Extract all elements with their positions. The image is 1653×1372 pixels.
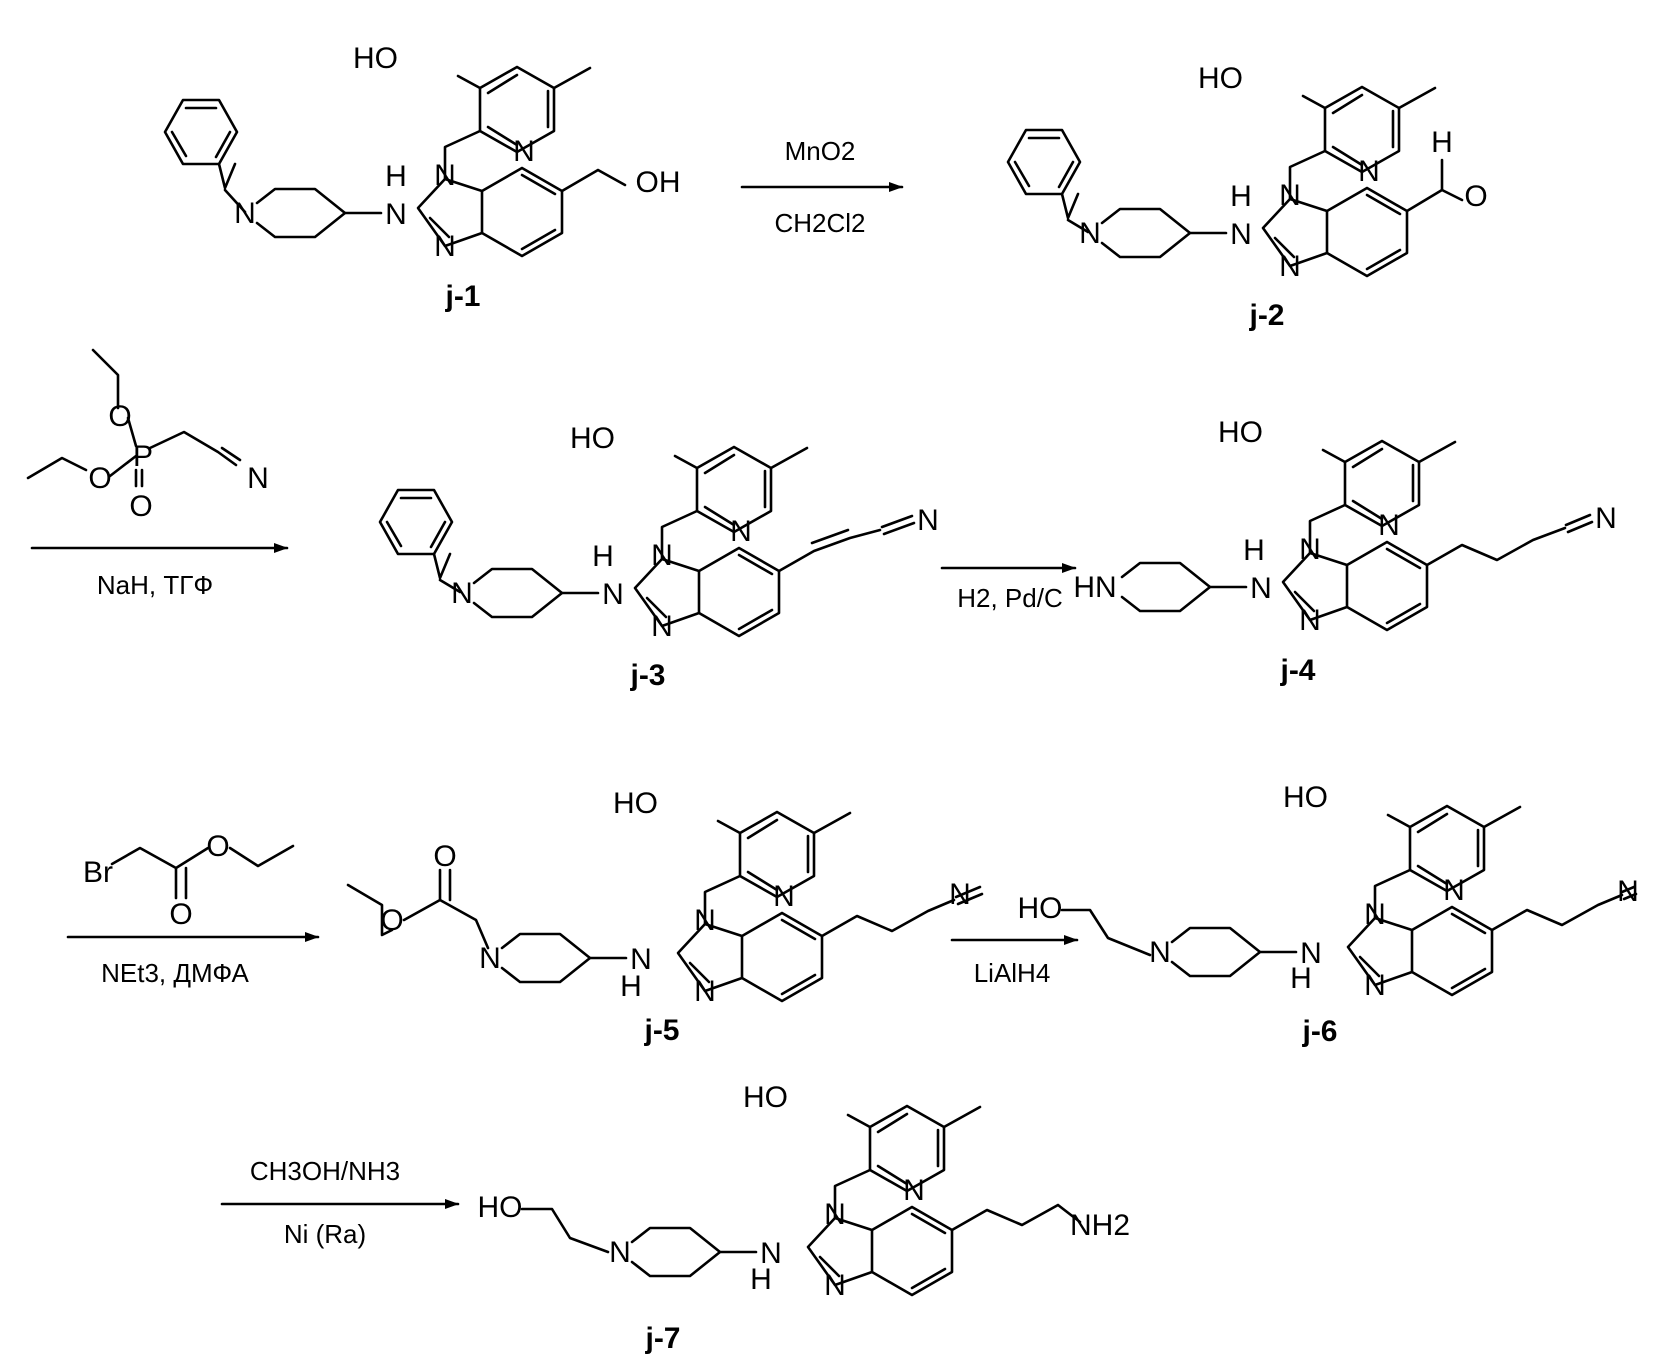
svg-text:Ni (Ra): Ni (Ra) — [284, 1219, 366, 1249]
svg-text:O: O — [108, 400, 131, 433]
reagent-phosphonate: O O P O N — [28, 350, 269, 523]
svg-text:H: H — [1243, 534, 1265, 567]
svg-text:H: H — [1230, 180, 1252, 213]
step-5-arrow: LiAlH4 — [952, 940, 1077, 988]
compound-j-4: HN N H N j-4 — [1073, 416, 1617, 687]
svg-text:N: N — [1617, 875, 1639, 908]
svg-text:H: H — [620, 970, 642, 1003]
step-3-arrow: H2, Pd/C — [942, 568, 1075, 613]
compound-j-6: HO N N H N j-6 — [1018, 781, 1639, 1048]
svg-text:H: H — [750, 1263, 772, 1296]
svg-text:NH2: NH2 — [1070, 1209, 1130, 1242]
svg-text:N: N — [1595, 502, 1617, 535]
svg-text:H: H — [1431, 126, 1453, 159]
reagent-ethyl-bromoacetate: Br O O — [83, 830, 293, 931]
compound-label-j-1: j-1 — [444, 280, 480, 313]
svg-text:N: N — [234, 197, 256, 230]
svg-text:NaH, ТГФ: NaH, ТГФ — [97, 570, 213, 600]
svg-text:H: H — [1290, 962, 1312, 995]
svg-text:O: O — [129, 490, 152, 523]
svg-text:CH3OH/NH3: CH3OH/NH3 — [250, 1156, 400, 1186]
svg-text:HO: HO — [1018, 892, 1063, 925]
svg-text:N: N — [1149, 936, 1171, 969]
svg-text:O: O — [206, 830, 229, 863]
svg-text:N: N — [451, 577, 473, 610]
svg-text:O: O — [380, 904, 403, 937]
svg-text:HO: HO — [478, 1191, 523, 1224]
compound-j-5: O O N N H N j-5 — [348, 787, 982, 1047]
svg-text:N: N — [1250, 572, 1272, 605]
step-6-arrow: CH3OH/NH3 Ni (Ra) — [222, 1156, 458, 1249]
step-4-arrow: NEt3, ДМФА — [68, 937, 318, 988]
svg-text:CH2Cl2: CH2Cl2 — [774, 208, 865, 238]
svg-text:OH: OH — [636, 166, 681, 199]
svg-text:H: H — [592, 540, 614, 573]
svg-text:N: N — [609, 1236, 631, 1269]
svg-text:O: O — [1464, 180, 1487, 213]
svg-text:LiAlH4: LiAlH4 — [974, 958, 1051, 988]
svg-text:O: O — [88, 462, 111, 495]
svg-text:N: N — [1230, 218, 1252, 251]
svg-text:N: N — [479, 942, 501, 975]
compound-label-j-4: j-4 — [1279, 654, 1315, 687]
step-1-arrow: MnO2 CH2Cl2 — [742, 136, 902, 238]
compound-j-3: N N H N j-3 — [380, 422, 939, 692]
svg-text:N: N — [385, 198, 407, 231]
svg-text:N: N — [247, 462, 269, 495]
compound-label-j-7: j-7 — [644, 1322, 680, 1355]
svg-text:O: O — [169, 898, 192, 931]
svg-text:HN: HN — [1073, 571, 1116, 604]
svg-text:N: N — [602, 578, 624, 611]
step-2-arrow: NaH, ТГФ — [32, 548, 287, 600]
compound-label-j-3: j-3 — [629, 659, 665, 692]
svg-text:MnO2: MnO2 — [785, 136, 856, 166]
svg-text:Br: Br — [83, 856, 113, 889]
svg-text:P: P — [133, 440, 153, 473]
svg-text:N: N — [949, 878, 971, 911]
svg-text:N: N — [1079, 217, 1101, 250]
compound-label-j-6: j-6 — [1301, 1015, 1337, 1048]
compound-j-2: N N H H O j-2 — [1008, 62, 1488, 332]
svg-text:H2, Pd/C: H2, Pd/C — [957, 583, 1063, 613]
compound-label-j-5: j-5 — [643, 1014, 679, 1047]
svg-text:NEt3, ДМФА: NEt3, ДМФА — [101, 958, 249, 988]
svg-text:H: H — [385, 160, 407, 193]
compound-j-1: N N H OH j-1 — [165, 42, 681, 313]
compound-j-7: HO N N H NH2 j-7 — [478, 1081, 1131, 1355]
compound-label-j-2: j-2 — [1248, 299, 1284, 332]
svg-text:O: O — [433, 840, 456, 873]
svg-text:N: N — [917, 504, 939, 537]
